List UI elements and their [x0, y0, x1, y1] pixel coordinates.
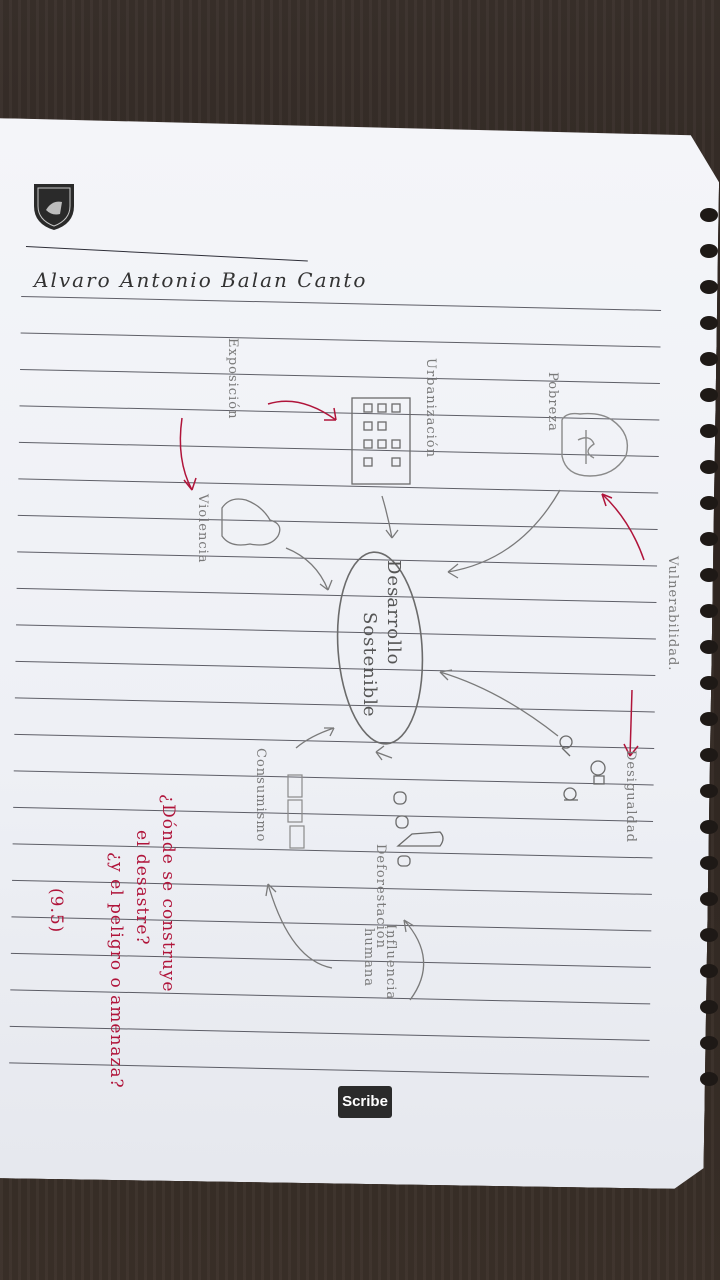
spiral-hole	[700, 568, 718, 582]
rule-line	[18, 479, 658, 493]
spiral-hole	[700, 856, 718, 870]
label-desigualdad: Desigualdad	[623, 750, 638, 843]
grade-mark: (9.5)	[46, 888, 66, 934]
spiral-hole	[700, 712, 718, 726]
scribe-watermark: Scribe	[338, 1086, 392, 1118]
center-concept-line1: Desarrollo	[383, 560, 404, 666]
rule-line	[19, 442, 659, 456]
spiral-hole	[700, 820, 718, 834]
pencil-arrows	[265, 489, 561, 1001]
label-consumismo: Consumismo	[253, 748, 268, 843]
people-icon	[559, 735, 606, 801]
rule-line	[14, 771, 654, 785]
label-influencia-line2: humana	[361, 928, 376, 987]
money-bag-icon	[561, 412, 629, 477]
label-violencia: Violencia	[195, 494, 210, 564]
spiral-hole	[700, 532, 718, 546]
rule-line	[16, 625, 656, 639]
spiral-hole	[700, 208, 718, 222]
teacher-note-line2: el desastre?	[132, 830, 152, 946]
rule-line	[15, 661, 655, 675]
rule-line	[15, 698, 655, 712]
spiral-hole	[700, 604, 718, 618]
rule-line	[12, 880, 652, 894]
spiral-hole	[700, 244, 718, 258]
spiral-hole	[700, 280, 718, 294]
spiral-hole	[700, 892, 718, 906]
red-arrows	[179, 400, 645, 757]
rule-line	[19, 406, 659, 420]
rule-line	[20, 369, 660, 383]
author-name: Alvaro Antonio Balan Canto	[34, 268, 368, 292]
rule-line	[9, 1063, 649, 1077]
center-concept-line2: Sostenible	[359, 612, 380, 718]
spiral-hole	[700, 1036, 718, 1050]
spiral-hole	[700, 964, 718, 978]
ruled-lines	[0, 118, 720, 1189]
spiral-hole	[700, 1072, 718, 1086]
rule-line	[13, 844, 653, 858]
spiral-hole	[700, 784, 718, 798]
spiral-hole	[700, 352, 718, 366]
spiral-hole	[700, 640, 718, 654]
teacher-note-line3: ¿y el peligro o amenaza?	[106, 852, 126, 1089]
rule-line	[17, 588, 657, 602]
notebook-page	[0, 118, 720, 1189]
rule-line	[13, 807, 653, 821]
label-urbanizacion: Urbanización	[423, 358, 438, 459]
rule-line	[10, 990, 650, 1004]
buildings-icon	[351, 397, 411, 485]
spiral-hole	[700, 496, 718, 510]
label-vulnerabilidad: Vulnerabilidad.	[665, 556, 680, 672]
teacher-note-line1: ¿Dónde se construye	[158, 794, 178, 993]
lamborghini-logo	[30, 180, 78, 232]
header-rule-line	[26, 247, 308, 261]
map-shape-icon	[221, 498, 281, 546]
spiral-hole	[700, 1000, 718, 1014]
spiral-hole	[700, 676, 718, 690]
rule-line	[11, 953, 651, 967]
spiral-hole	[700, 316, 718, 330]
spiral-hole	[700, 748, 718, 762]
spiral-hole	[700, 460, 718, 474]
label-exposicion: Exposición	[225, 338, 240, 420]
rule-line	[21, 296, 661, 310]
rule-line	[14, 734, 654, 748]
rule-line	[10, 1026, 650, 1040]
consumer-goods-icon	[287, 774, 305, 849]
label-influencia-line1: Influencia	[383, 924, 398, 1001]
center-ellipse	[336, 551, 424, 745]
tree-stumps-icon	[393, 791, 444, 867]
spiral-hole	[700, 424, 718, 438]
rule-line	[11, 917, 651, 931]
rule-line	[21, 333, 661, 347]
rule-line	[17, 552, 657, 566]
spiral-hole	[700, 928, 718, 942]
rule-line	[18, 515, 658, 529]
label-pobreza: Pobreza	[545, 372, 560, 432]
spiral-hole	[700, 388, 718, 402]
